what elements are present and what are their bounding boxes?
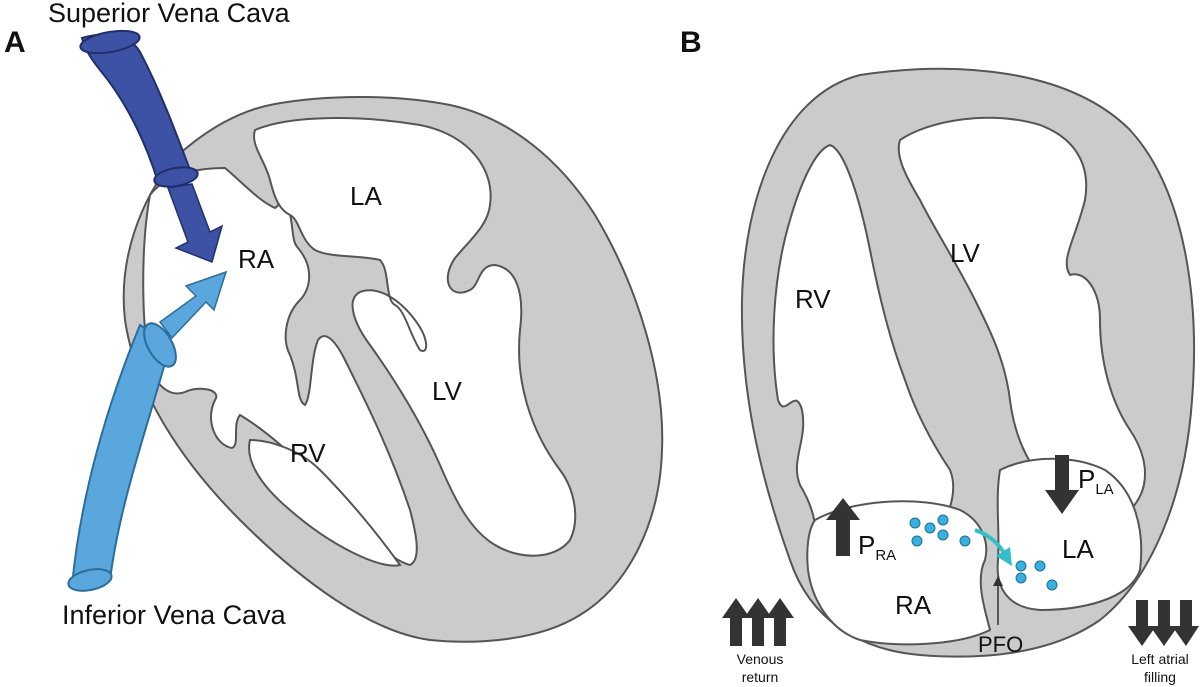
svc-flow-arrow bbox=[166, 183, 224, 263]
svc-opening bbox=[79, 29, 141, 55]
p-ra-label: PRA bbox=[858, 530, 896, 564]
p-ra-up-arrow bbox=[826, 498, 860, 556]
pfo-label: PFO bbox=[978, 632, 1023, 657]
venous-return-arrows bbox=[722, 598, 794, 646]
panel-b-letter: B bbox=[680, 26, 702, 59]
ivc-label: Inferior Vena Cava bbox=[62, 600, 287, 630]
panel-a: A Superior Vena Cava LA RA LV RV Inferio… bbox=[4, 0, 664, 643]
lv-cavity-b bbox=[897, 116, 1146, 520]
p-la-down-arrow bbox=[1045, 455, 1079, 514]
ra-label-b: RA bbox=[895, 590, 932, 620]
rv-label-b: RV bbox=[795, 284, 831, 314]
panel-b: B RV LV RA LA PRA PLA bbox=[680, 26, 1199, 685]
la-lv-cavity-a bbox=[253, 117, 577, 557]
bubbles-ra bbox=[909, 514, 971, 547]
ivc-flow-arrow bbox=[158, 270, 228, 340]
ivc-opening bbox=[67, 568, 113, 592]
ra-label-a: RA bbox=[238, 244, 275, 274]
ivc-tube bbox=[70, 323, 172, 588]
svc-tube bbox=[80, 33, 192, 184]
p-la-label: PLA bbox=[1078, 464, 1114, 498]
rv-cavity-a bbox=[248, 438, 402, 567]
left-atrial-filling-line2: filling bbox=[1144, 669, 1176, 685]
ra-cavity-b bbox=[806, 500, 992, 646]
left-atrial-filling-line1: Left atrial bbox=[1131, 651, 1189, 667]
la-label-b: LA bbox=[1062, 534, 1094, 564]
left-atrial-filling-arrows bbox=[1128, 600, 1199, 646]
bubbles-la bbox=[1015, 560, 1058, 591]
pfo-pointer-head bbox=[993, 576, 1003, 586]
venous-return-line2: return bbox=[742, 669, 779, 685]
la-label-a: LA bbox=[350, 181, 382, 211]
svc-label: Superior Vena Cava bbox=[48, 0, 291, 28]
ivc-entry bbox=[143, 322, 177, 368]
rv-label-a: RV bbox=[290, 438, 326, 468]
lv-label-b: LV bbox=[950, 238, 981, 268]
shunt-arrowhead bbox=[996, 547, 1012, 566]
lv-label-a: LV bbox=[432, 376, 463, 406]
venous-return-line1: Venous bbox=[737, 651, 784, 667]
panel-a-letter: A bbox=[4, 26, 26, 59]
